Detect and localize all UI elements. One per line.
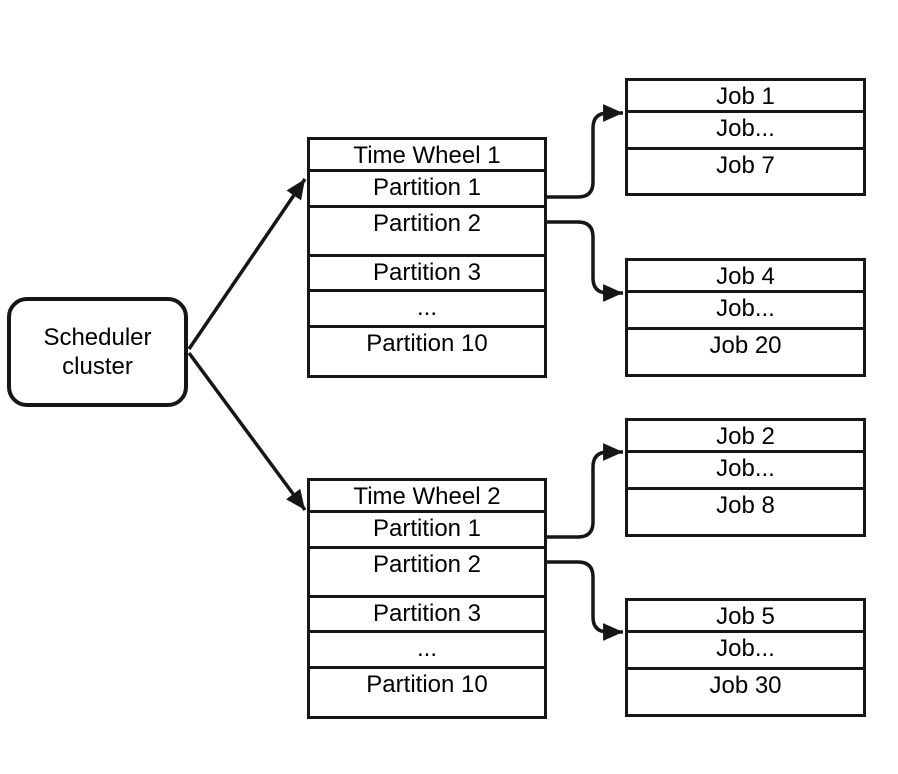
time-wheel-1-node: Time Wheel 1 Partition 1 Partition 2 Par… [307, 137, 547, 378]
job-row: Job 4 [628, 261, 863, 293]
job-row: Job 20 [709, 332, 782, 359]
scheduler-cluster-label-line1: Scheduler [43, 324, 152, 351]
connector-tw1-partition1-to-job-list-1 [547, 104, 623, 199]
job-list-2-node: Job 4 Job... Job 20 [625, 258, 866, 377]
tw1-partition-row: Partition 3 [310, 257, 544, 292]
tw2-ellipsis-row: ... [310, 633, 544, 669]
job-list-1-node: Job 1 Job... Job 7 [625, 78, 866, 196]
job-row: Job... [628, 113, 863, 150]
connector-tw2-partition1-to-job-list-3 [547, 443, 623, 539]
arrow-scheduler-to-time-wheel-1 [187, 178, 307, 350]
job-row: Job 1 [628, 81, 863, 113]
scheduler-cluster-node: Scheduler cluster [7, 297, 188, 407]
connector-tw2-partition2-to-job-list-4 [547, 560, 623, 641]
job-row: Job... [628, 453, 863, 490]
job-row: Job 30 [709, 672, 782, 699]
job-row: Job... [628, 293, 863, 330]
time-wheel-1-title: Time Wheel 1 [310, 140, 544, 172]
tw1-ellipsis-row: ... [310, 292, 544, 328]
tw1-partition-row: Partition 10 [366, 330, 488, 357]
job-list-3-node: Job 2 Job... Job 8 [625, 418, 866, 537]
tw2-partition-row: Partition 10 [366, 671, 488, 698]
job-list-4-node: Job 5 Job... Job 30 [625, 598, 866, 717]
connector-tw1-partition2-to-job-list-2 [547, 220, 623, 302]
job-row: Job 8 [716, 492, 775, 519]
time-wheel-2-node: Time Wheel 2 Partition 1 Partition 2 Par… [307, 478, 547, 719]
tw2-partition-row: Partition 3 [310, 598, 544, 633]
tw2-partition-row: Partition 2 [310, 549, 544, 598]
job-row: Job... [628, 633, 863, 670]
job-row: Job 2 [628, 421, 863, 453]
job-row: Job 7 [716, 152, 775, 179]
job-row: Job 5 [628, 601, 863, 633]
tw2-partition-row: Partition 1 [310, 513, 544, 549]
tw1-partition-row: Partition 2 [310, 208, 544, 257]
scheduler-cluster-label-line2: cluster [62, 353, 133, 380]
time-wheel-2-title: Time Wheel 2 [310, 481, 544, 513]
tw1-partition-row: Partition 1 [310, 172, 544, 208]
arrow-scheduler-to-time-wheel-2 [187, 351, 307, 512]
